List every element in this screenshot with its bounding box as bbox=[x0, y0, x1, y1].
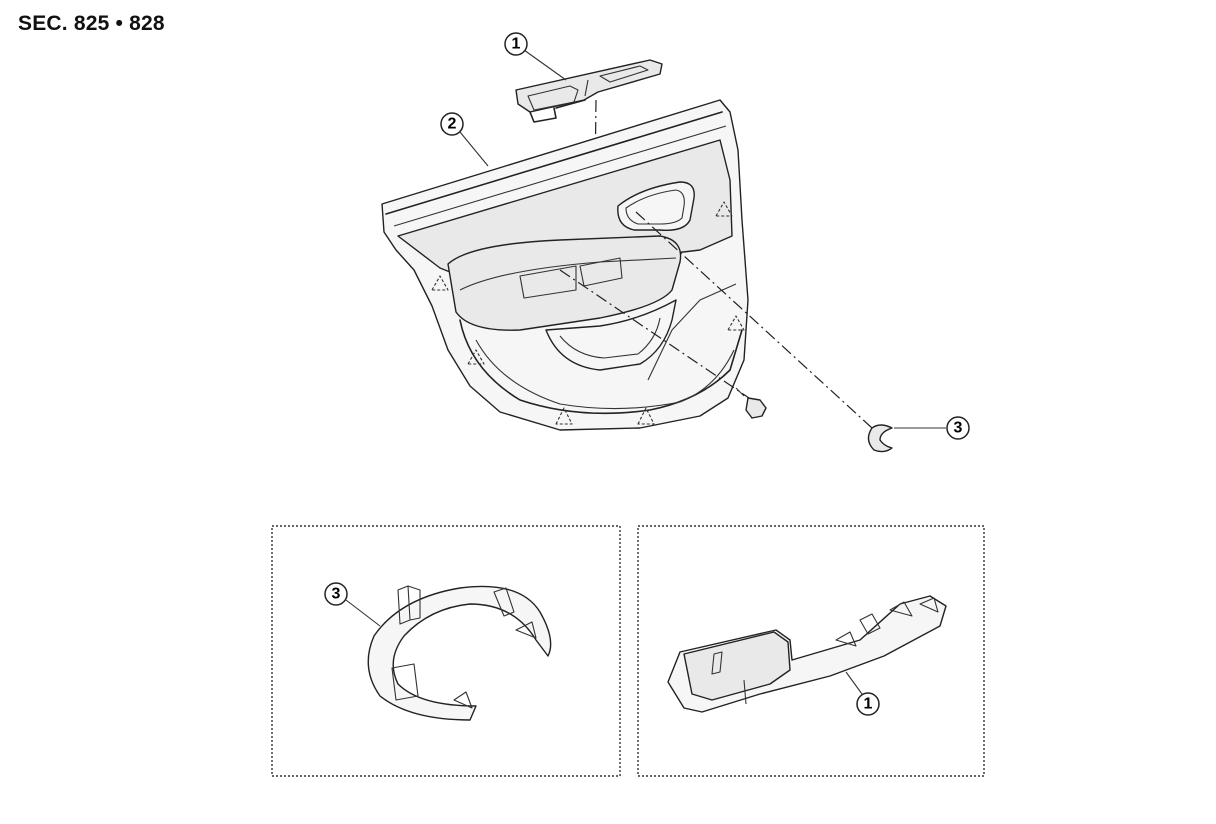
callout-number-3: 3 bbox=[954, 420, 963, 437]
callout-number-2: 2 bbox=[448, 116, 457, 133]
callout-number-1: 1 bbox=[512, 36, 521, 53]
part-1-switch-finisher bbox=[515, 59, 663, 123]
detail-view-escutcheon: 3 bbox=[271, 525, 621, 777]
detail-callout-1: 1 bbox=[864, 696, 873, 713]
trim-screw bbox=[559, 269, 767, 419]
callout-1-top: 1 bbox=[504, 32, 567, 81]
detail-callout-3: 3 bbox=[332, 586, 341, 603]
detail-view-switch-finisher: 1 bbox=[637, 525, 985, 777]
callout-2: 2 bbox=[440, 112, 489, 167]
part-3-escutcheon: 3 bbox=[635, 211, 970, 453]
part-2-door-trim bbox=[381, 99, 749, 431]
section-reference: SEC. 825 • 828 bbox=[18, 12, 165, 35]
